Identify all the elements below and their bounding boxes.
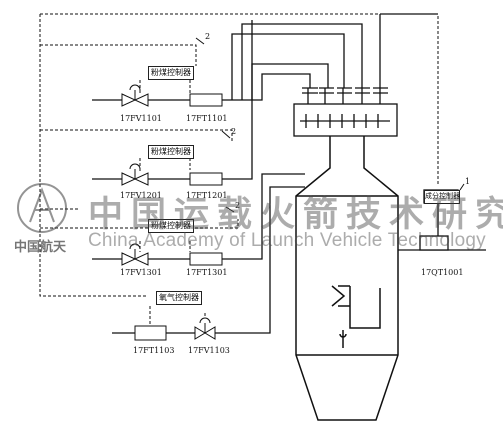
tag-fv1201: 17FV1201 (120, 191, 162, 200)
callout-2-lower: 2 (235, 201, 241, 210)
callout-2-middle: 2 (231, 127, 237, 136)
signal-lines (39, 13, 439, 328)
tag-fv1101: 17FV1101 (120, 114, 162, 123)
cast-logo-icon (17, 183, 67, 233)
feed-lines (92, 13, 438, 334)
callout-leaders (195, 37, 465, 213)
callout-1: 1 (465, 177, 471, 186)
watermark-org-en: China Academy of Launch Vehicle Technolo… (88, 230, 486, 251)
tag-fv1103: 17FV1103 (188, 346, 230, 355)
pulverized-coal-controller-3: 粉煤控制器 (148, 219, 194, 233)
tag-fv1301: 17FV1301 (120, 268, 162, 277)
watermark-logo-text: 中国航天 (14, 240, 67, 255)
tag-ft1301: 17FT1301 (186, 268, 228, 277)
valve-fv1101 (121, 84, 149, 107)
burner-manifold (293, 87, 398, 137)
watermark-org-cn: 中国运载火箭技术研究院 (88, 195, 503, 235)
tag-ft1201: 17FT1201 (186, 191, 228, 200)
valve-fv1103 (194, 317, 216, 340)
oxygen-controller: 氧气控制器 (156, 291, 202, 305)
pulverized-coal-controller-2: 粉煤控制器 (148, 145, 194, 159)
tag-ft1103: 17FT1103 (133, 346, 175, 355)
pulverized-coal-controller-1: 粉煤控制器 (148, 66, 194, 80)
gasifier-vessel (295, 136, 399, 421)
callout-2-top: 2 (205, 32, 211, 41)
valve-fv1301 (121, 243, 149, 266)
composition-controller: 成分控制器 (424, 190, 460, 204)
flow-transmitters (134, 93, 223, 341)
tag-qt1001: 17QT1001 (421, 268, 464, 277)
valve-fv1201 (121, 163, 149, 186)
tag-ft1101: 17FT1101 (186, 114, 228, 123)
